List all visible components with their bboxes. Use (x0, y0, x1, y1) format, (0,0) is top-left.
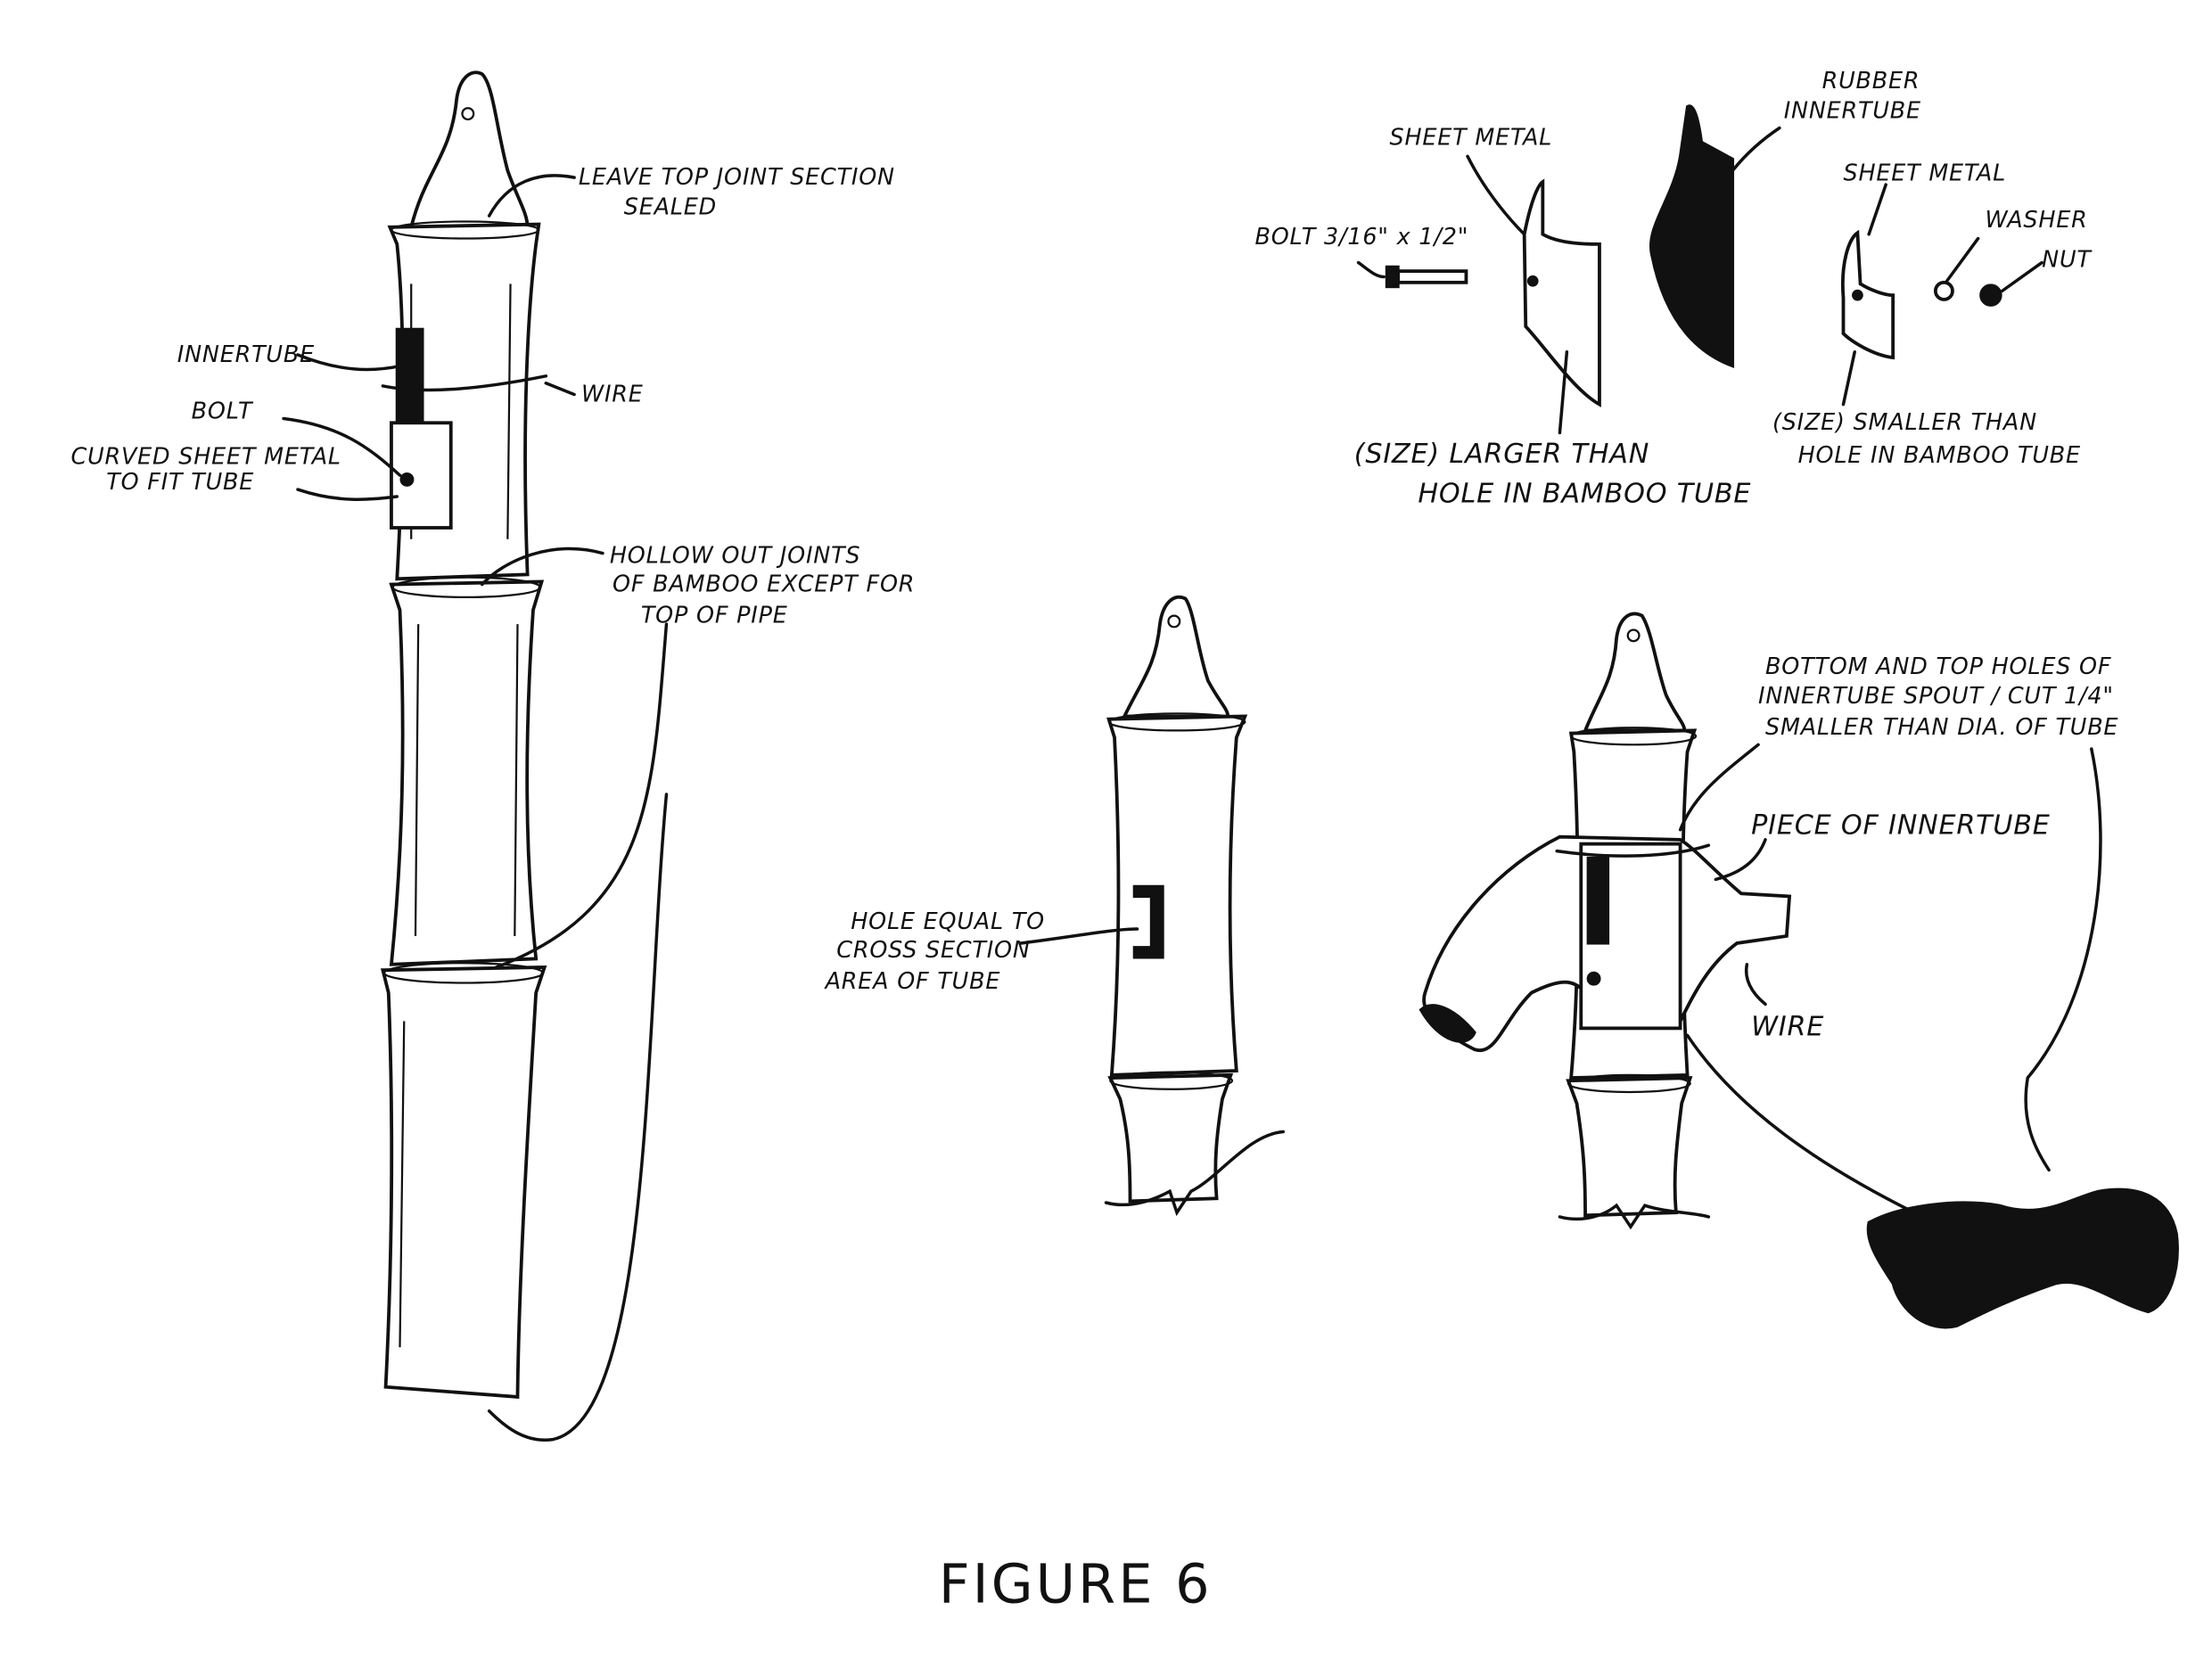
label-piece-of-innertube: PIECE OF INNERTUBE (1751, 809, 2051, 841)
label-bolt: BOLT (192, 398, 254, 424)
label-hole-equal: HOLE EQUAL TO (851, 908, 1045, 934)
label-washer: WASHER (1986, 206, 2088, 233)
label-sheet-metal-small: SHEET METAL (1844, 159, 2007, 185)
parts-labels: SHEET METAL RUBBER INNERTUBE BOLT 3/16" … (1254, 67, 2093, 509)
bolt-head-icon (399, 472, 415, 487)
nut-icon (1979, 283, 2002, 307)
hole-labels: HOLE EQUAL TO CROSS SECTION AREA OF TUBE (824, 908, 1045, 994)
figure-caption: FIGURE 6 (939, 1553, 1213, 1615)
label-wire: WIRE (581, 380, 644, 407)
label-to-fit-tube: TO FIT TUBE (106, 468, 254, 495)
innertube-strip (395, 327, 424, 431)
label-top-joint: LEAVE TOP JOINT SECTION (579, 163, 895, 190)
label-larger-than: (SIZE) LARGER THAN (1354, 439, 1649, 470)
label-sealed: SEALED (624, 193, 717, 220)
label-larger-hole: HOLE IN BAMBOO TUBE (1418, 478, 1751, 509)
bamboo-pipe-drawing (380, 70, 548, 1399)
pipe-top-cap (408, 70, 530, 229)
label-smaller-than: (SIZE) SMALLER THAN (1772, 408, 2037, 435)
label-smaller-hole: HOLE IN BAMBOO TUBE (1798, 441, 2081, 468)
washer-icon (1933, 280, 1954, 301)
parts-callout-arrows (1356, 126, 2043, 435)
label-spout-holes-2: INNERTUBE SPOUT / CUT 1/4" (1758, 682, 2114, 709)
label-rubber: RUBBER (1822, 67, 1920, 94)
label-sheet-metal-large: SHEET METAL (1390, 124, 1553, 151)
assembled-spout-drawing (1418, 612, 2179, 1329)
label-area-of-tube: AREA OF TUBE (824, 967, 1001, 994)
rubber-innertube (1649, 104, 1735, 368)
wire-line (381, 374, 548, 392)
curved-sheet-metal (390, 421, 453, 530)
assembly-callout-arrows (1678, 743, 2102, 1214)
cut-hole (1132, 884, 1164, 959)
label-nut: NUT (2042, 245, 2093, 272)
label-hollow-out-1: HOLLOW OUT JOINTS (610, 542, 860, 569)
pipe-labels: LEAVE TOP JOINT SECTION SEALED INNERTUBE… (71, 163, 915, 629)
hole-arrow (1019, 927, 1139, 945)
pipe-segment-3 (380, 965, 547, 1399)
label-spout-holes-3: SMALLER THAN DIA. OF TUBE (1765, 713, 2118, 740)
parts-drawing (1385, 104, 2002, 407)
label-bolt-size: BOLT 3/16" x 1/2" (1254, 223, 1468, 250)
label-spout-holes-1: BOTTOM AND TOP HOLES OF (1765, 653, 2111, 679)
assembly-labels: BOTTOM AND TOP HOLES OF INNERTUBE SPOUT … (1751, 653, 2118, 1043)
sheet-metal-small (1840, 229, 1895, 360)
label-rubber-innertube: INNERTUBE (1784, 96, 1921, 123)
label-curved-sheet-metal: CURVED SHEET METAL (71, 442, 341, 469)
pipe-callout-arrows (282, 174, 669, 1442)
label-hollow-out-3: TOP OF PIPE (641, 602, 788, 629)
label-assembly-wire: WIRE (1751, 1011, 1824, 1042)
sheet-metal-large (1522, 178, 1601, 407)
hang-hole-icon (461, 107, 475, 121)
cut-hole-pipe-drawing (1104, 596, 1286, 1217)
label-cross-section: CROSS SECTION (836, 936, 1030, 963)
innertube-piece (1866, 1187, 2179, 1329)
pipe-segment-2 (389, 579, 545, 966)
label-innertube: INNERTUBE (177, 341, 315, 367)
bolt-shank (1396, 269, 1468, 284)
label-hollow-out-2: OF BAMBOO EXCEPT FOR (613, 571, 915, 597)
